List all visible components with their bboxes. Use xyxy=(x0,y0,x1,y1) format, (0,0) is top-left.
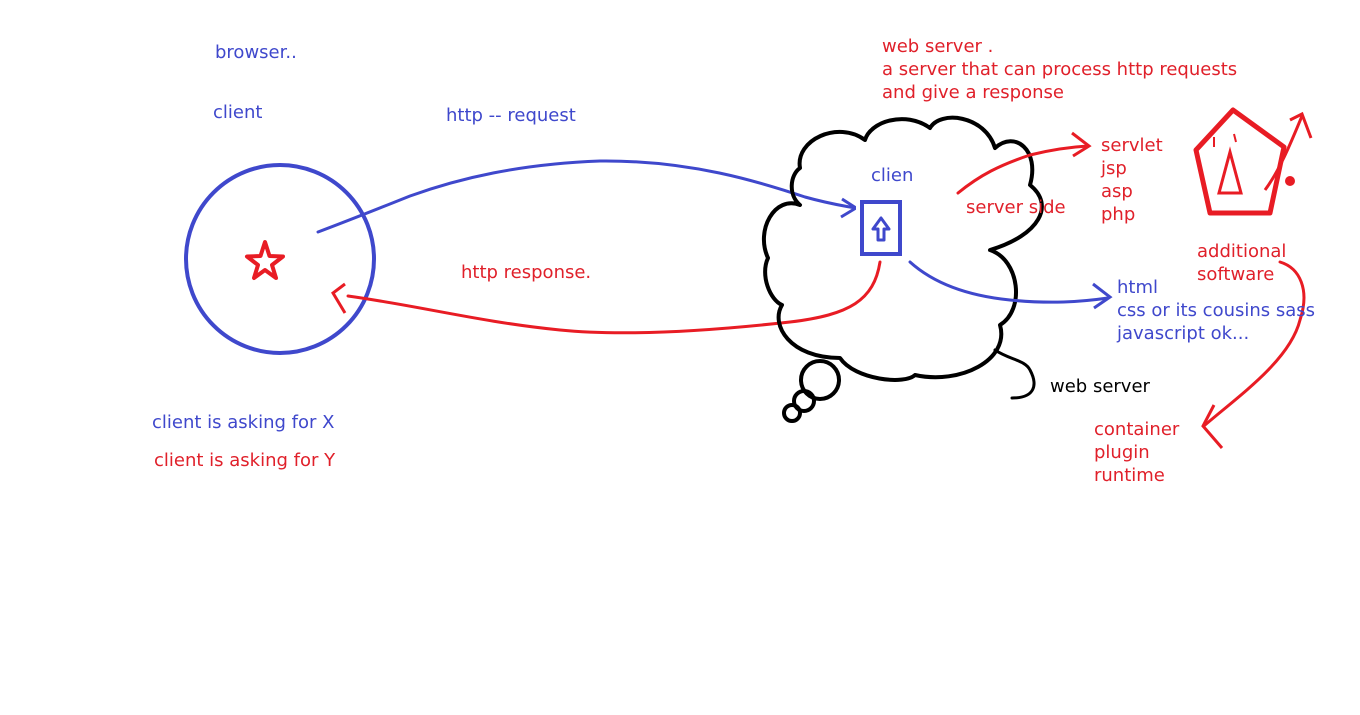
server-side-label: server side xyxy=(966,197,1066,218)
web-server-title: web server . xyxy=(882,36,994,57)
server-to-content-arrow xyxy=(908,260,1110,304)
web-server-label: web server xyxy=(1050,376,1150,397)
pentagon-arrowhead xyxy=(1289,111,1313,139)
cloud-bubble-large xyxy=(799,359,841,401)
runtime-runtime: runtime xyxy=(1094,465,1165,486)
content-arrowhead xyxy=(1092,282,1113,310)
http-response-label: http response. xyxy=(461,262,592,283)
software-to-runtime-arrow xyxy=(1203,260,1306,427)
server-cloud-icon xyxy=(761,115,1044,382)
web-server-desc-2: and give a response xyxy=(882,82,1064,103)
web-server-desc-1: a server that can process http requests xyxy=(882,59,1238,80)
additional-label: additional xyxy=(1197,241,1287,262)
cloud-bubble-medium xyxy=(792,389,816,413)
cloud-bubble-small xyxy=(782,403,802,423)
software-label: software xyxy=(1197,264,1275,285)
runtime-container: container xyxy=(1094,419,1180,440)
http-request-label: http -- request xyxy=(446,105,576,126)
content-html: html xyxy=(1117,277,1159,298)
client-label: client xyxy=(213,102,263,123)
pentagon-icon xyxy=(1193,107,1287,216)
upload-box-icon xyxy=(860,200,902,256)
browser-label: browser.. xyxy=(215,42,297,63)
cloud-client-label: clien xyxy=(871,165,914,186)
tech-jsp: jsp xyxy=(1101,158,1127,179)
pentagon-triangle-icon xyxy=(1217,146,1243,195)
tech-servlet: servlet xyxy=(1101,135,1163,156)
client-circle-icon xyxy=(184,163,376,355)
web-server-bracket xyxy=(993,348,1036,400)
small-star-icon xyxy=(1285,176,1295,186)
client-star-icon xyxy=(245,240,285,280)
http-request-arrow xyxy=(316,159,857,234)
pentagon-arrow xyxy=(1263,115,1304,191)
upload-arrow-icon xyxy=(871,216,891,242)
http-response-arrow xyxy=(346,260,882,335)
content-css: css or its cousins sass xyxy=(1117,300,1316,321)
client-asking-x-label: client is asking for X xyxy=(152,412,335,433)
content-javascript: javascript ok... xyxy=(1117,323,1250,344)
tech-arrowhead xyxy=(1071,131,1092,158)
response-arrowhead xyxy=(331,282,347,314)
runtime-plugin: plugin xyxy=(1094,442,1150,463)
runtime-arrowhead xyxy=(1201,404,1224,449)
tech-asp: asp xyxy=(1101,181,1133,202)
server-to-tech-arrow xyxy=(956,144,1090,195)
client-asking-y-label: client is asking for Y xyxy=(154,450,336,471)
tech-php: php xyxy=(1101,204,1136,225)
pentagon-mark-icon xyxy=(1213,133,1237,147)
